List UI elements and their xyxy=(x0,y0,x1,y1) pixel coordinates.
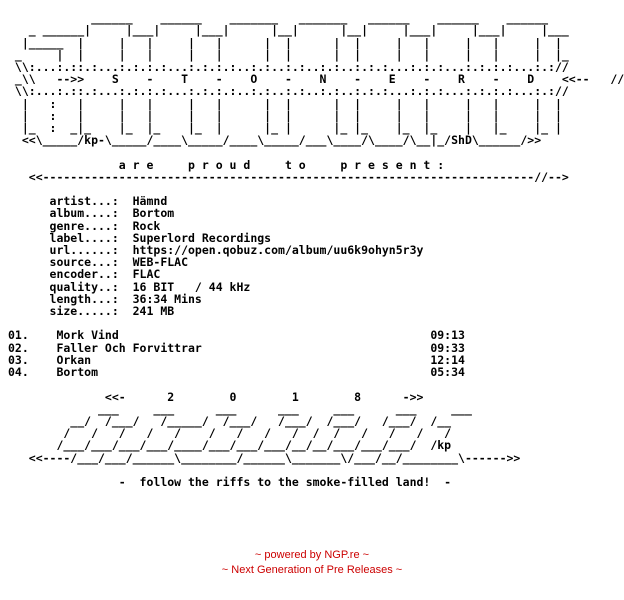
footer: ~ powered by NGP.re ~ ~ Next Generation … xyxy=(0,548,624,578)
footer-powered-by: ~ powered by NGP.re ~ xyxy=(254,549,370,561)
footer-tagline: ~ Next Generation of Pre Releases ~ xyxy=(221,564,403,576)
nfo-text: ______ ______ _______ _______ ______ ___… xyxy=(8,11,624,489)
